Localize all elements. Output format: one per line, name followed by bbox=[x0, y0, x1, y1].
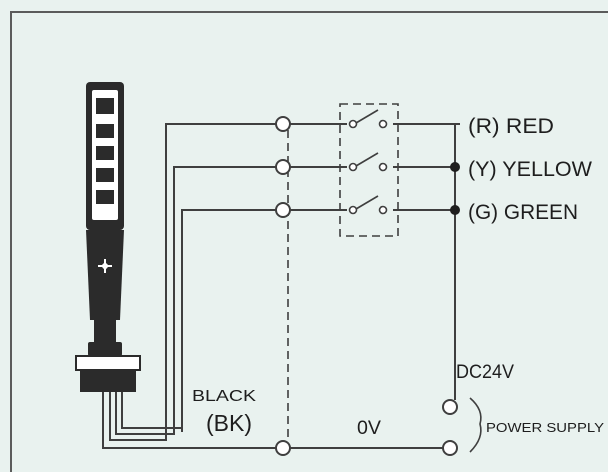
switch-bank bbox=[347, 109, 393, 216]
terminal-dc24v-icon bbox=[442, 399, 458, 415]
label-green: (G) GREEN bbox=[468, 201, 578, 224]
switch-red-icon bbox=[347, 109, 393, 130]
signal-tower-icon bbox=[75, 82, 141, 392]
switch-green-icon bbox=[347, 195, 393, 216]
label-black: BLACK bbox=[192, 388, 256, 405]
tower-tier-3 bbox=[96, 146, 114, 160]
cable-bundle-wire-2 bbox=[109, 392, 167, 441]
power-supply-brace-icon bbox=[469, 397, 482, 453]
terminal-column bbox=[275, 116, 291, 456]
label-dc24v: DC24V bbox=[456, 362, 514, 383]
switch-yellow-icon bbox=[347, 152, 393, 173]
label-red: (R) RED bbox=[468, 115, 554, 138]
terminal-yellow-icon bbox=[275, 159, 291, 175]
label-bk: (BK) bbox=[206, 410, 252, 436]
tower-tier-2 bbox=[96, 124, 114, 138]
label-yellow: (Y) YELLOW bbox=[468, 158, 592, 181]
tower-base-foot bbox=[80, 370, 136, 392]
junctions bbox=[450, 162, 460, 215]
diagram-frame bbox=[10, 11, 608, 472]
label-power-supply: POWER SUPPLY bbox=[486, 420, 604, 435]
terminal-green-icon bbox=[275, 202, 291, 218]
tower-neck bbox=[94, 318, 116, 344]
tower-collar bbox=[88, 342, 122, 356]
terminal-0v-icon bbox=[442, 440, 458, 456]
tower-base-plate bbox=[75, 355, 141, 371]
junction-yellow-icon bbox=[450, 162, 460, 172]
tower-body bbox=[86, 230, 124, 320]
terminal-bk-icon bbox=[275, 440, 291, 456]
tower-tier-5 bbox=[96, 190, 114, 204]
junction-green-icon bbox=[450, 205, 460, 215]
cable-bundle-wire-4 bbox=[121, 392, 183, 432]
tower-tier-4 bbox=[96, 168, 114, 182]
switch-box-outline bbox=[339, 103, 399, 237]
tower-tier-top bbox=[96, 98, 114, 114]
terminal-red-icon bbox=[275, 116, 291, 132]
dashed-common-lines bbox=[287, 103, 399, 440]
label-zero-v: 0V bbox=[357, 418, 381, 439]
cable-bundle-wire bbox=[102, 392, 288, 449]
power-terminals bbox=[442, 399, 458, 456]
tower-emblem-icon bbox=[98, 259, 112, 273]
